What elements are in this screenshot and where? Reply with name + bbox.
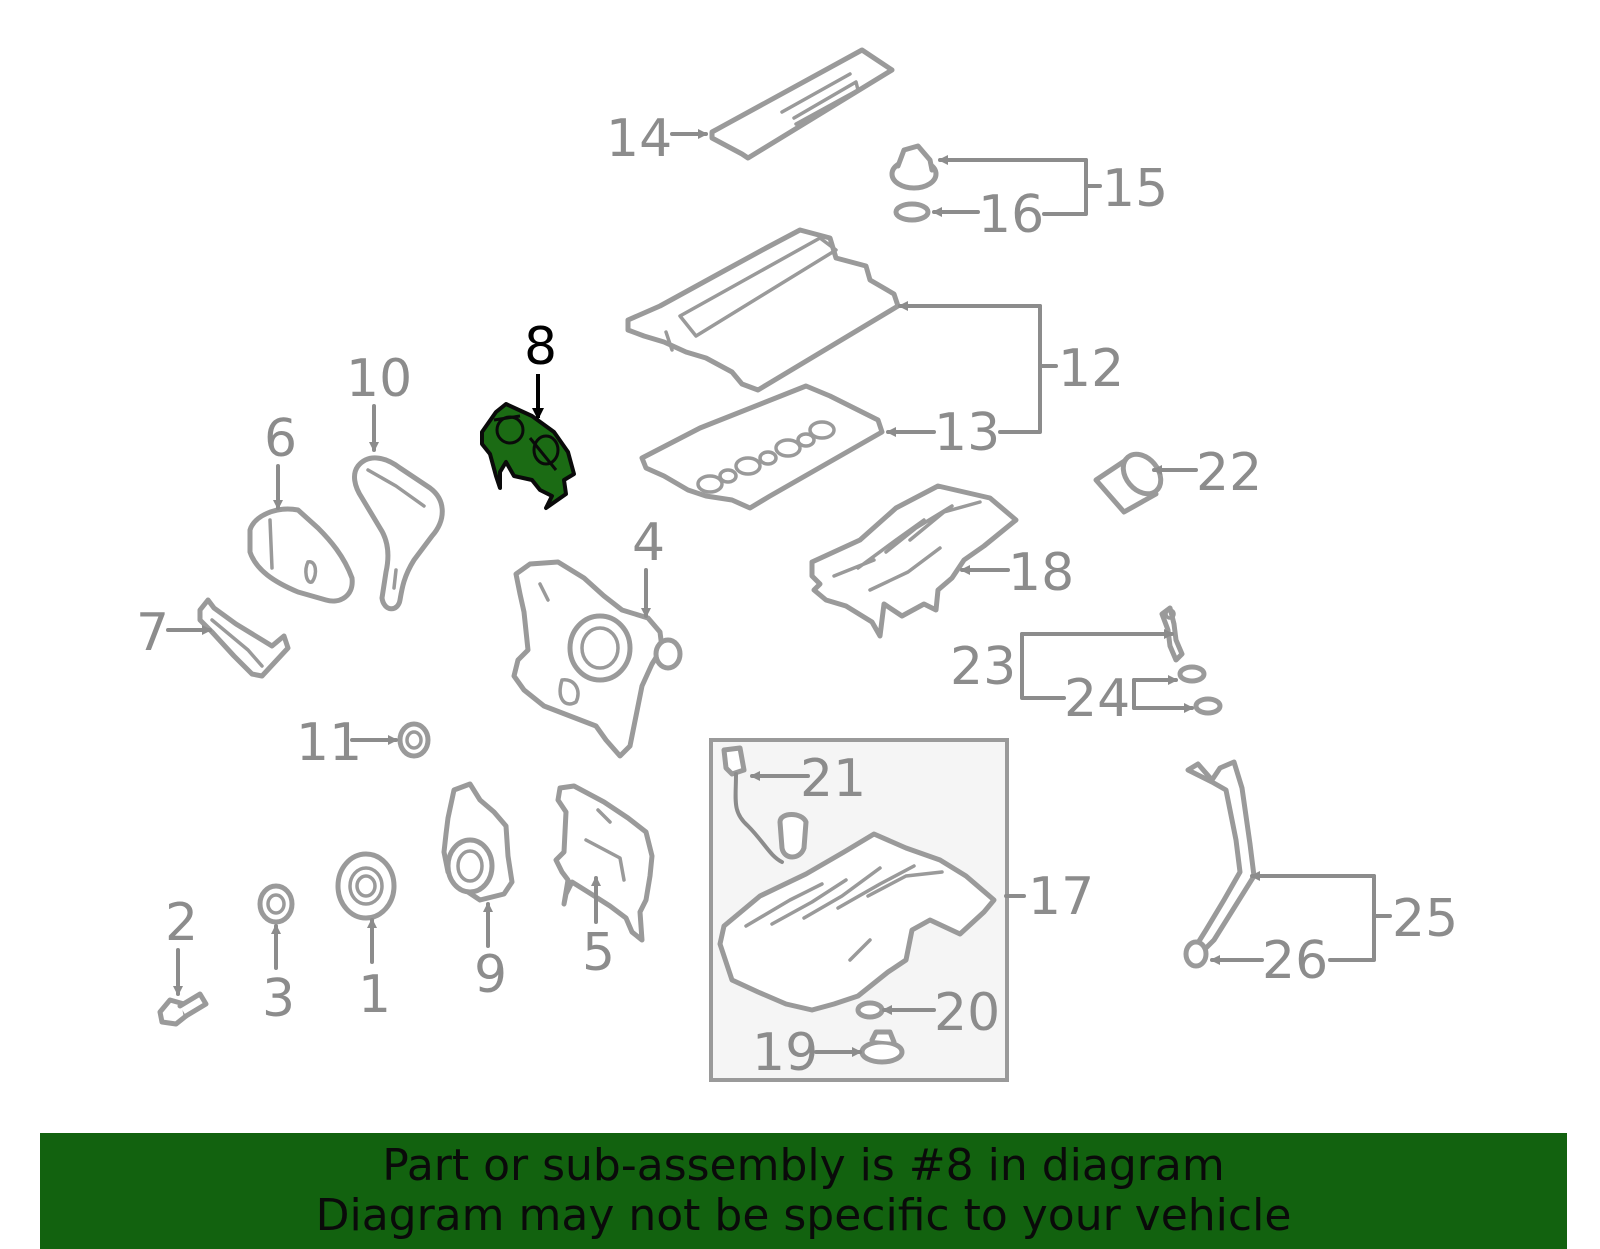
part-16-cap-seal[interactable]: [893, 201, 931, 223]
part-17-oil-pan[interactable]: [717, 831, 997, 1013]
callout-19: 19: [752, 1023, 818, 1083]
callout-11: 11: [296, 713, 362, 773]
part-4-front-cover[interactable]: [511, 559, 683, 759]
part-24-o-ring-lower[interactable]: [1193, 696, 1223, 716]
callout-12: 12: [1058, 339, 1124, 399]
callout-13: 13: [934, 403, 1000, 463]
part-14-engine-cover[interactable]: [709, 47, 895, 161]
part-5-baffle[interactable]: [553, 783, 655, 943]
part-21-oil-level-sensor[interactable]: [721, 745, 809, 864]
part-3-washer[interactable]: [257, 883, 295, 925]
callout-10: 10: [346, 349, 412, 409]
part-22-oil-filter[interactable]: [1093, 447, 1168, 515]
callout-15: 15: [1102, 159, 1168, 219]
leader-lines: [166, 129, 1392, 1057]
callout-9: 9: [474, 945, 507, 1005]
callout-21: 21: [800, 749, 866, 809]
callout-4: 4: [632, 513, 665, 573]
callout-7: 7: [136, 603, 169, 663]
part-13-valve-cover-gasket[interactable]: [639, 383, 885, 511]
callout-8: 8: [524, 317, 557, 377]
callout-1: 1: [358, 965, 391, 1025]
callout-23: 23: [950, 637, 1016, 697]
part-25-dipstick-tube[interactable]: [1185, 759, 1257, 953]
callout-26: 26: [1262, 931, 1328, 991]
callout-22: 22: [1196, 443, 1262, 503]
part-11-seal[interactable]: [397, 721, 431, 759]
part-9-oil-pump[interactable]: [441, 781, 515, 903]
part-26-tube-o-ring[interactable]: [1183, 939, 1209, 969]
callout-3: 3: [262, 969, 295, 1029]
part-7-tensioner-bracket[interactable]: [197, 597, 291, 679]
callout-14: 14: [606, 109, 672, 169]
callout-6: 6: [264, 409, 297, 469]
banner-line-2: Diagram may not be specific to your vehi…: [315, 1190, 1292, 1241]
callout-2: 2: [165, 893, 198, 953]
part-2-bolt[interactable]: [157, 991, 209, 1027]
part-6-timing-cover[interactable]: [247, 506, 355, 604]
part-18-oil-pan-upper[interactable]: [809, 483, 1019, 639]
callout-18: 18: [1008, 543, 1074, 603]
part-8-highlighted-cover[interactable]: [480, 402, 576, 510]
callout-labels: 1 2 3 4 5 6 7 8 9 10 11 12 13 14 15 16 1…: [136, 109, 1458, 1083]
callout-5: 5: [582, 923, 615, 983]
part-15-oil-filler-cap[interactable]: [889, 143, 939, 191]
callout-24: 24: [1064, 669, 1130, 729]
part-20-drain-plug-washer[interactable]: [855, 1000, 885, 1020]
info-banner: Part or sub-assembly is #8 in diagram Di…: [40, 1133, 1567, 1249]
part-1-crank-pulley[interactable]: [335, 851, 397, 921]
part-24-o-ring-upper[interactable]: [1177, 664, 1207, 684]
part-10-timing-belt[interactable]: [352, 455, 445, 612]
part-12-valve-cover[interactable]: [625, 227, 901, 393]
callout-17: 17: [1028, 867, 1094, 927]
callout-25: 25: [1392, 889, 1458, 949]
callout-20: 20: [934, 983, 1000, 1043]
callout-16: 16: [978, 185, 1044, 245]
banner-line-1: Part or sub-assembly is #8 in diagram: [382, 1140, 1225, 1191]
